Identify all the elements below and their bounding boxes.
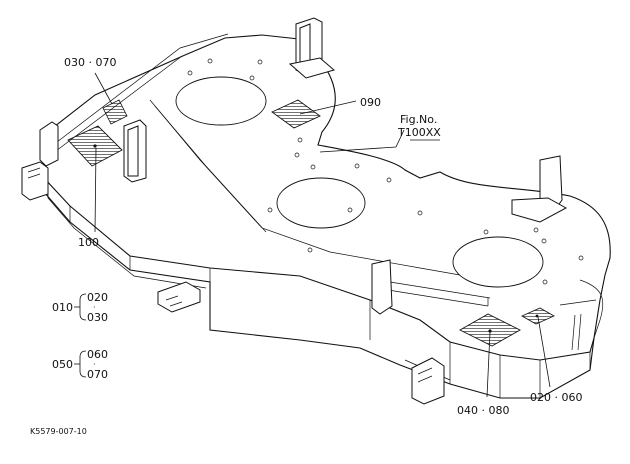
spindle-hole-right xyxy=(452,236,544,288)
decal-030-070 xyxy=(102,99,128,125)
assembly-050-parent: 050 xyxy=(52,358,73,371)
decal-040-080 xyxy=(459,313,521,347)
callout-020-060: 020 · 060 xyxy=(530,391,582,404)
front-right-bracket xyxy=(371,259,393,315)
gauge-wheel-mid-left xyxy=(157,281,201,313)
drawing-code: K5579-007-10 xyxy=(30,427,87,436)
decal-100 xyxy=(67,125,123,167)
deck-bolts xyxy=(187,58,584,285)
front-left-bracket xyxy=(123,119,147,183)
assembly-050: 050 060 · 070 xyxy=(52,348,108,381)
left-end-plate xyxy=(39,121,59,167)
decal-090 xyxy=(271,99,321,129)
right-hanger-bracket xyxy=(511,155,568,223)
assembly-050-sep: · xyxy=(93,360,96,369)
assembly-010-child-1: 020 xyxy=(87,291,108,304)
gauge-wheel-front-left xyxy=(21,161,49,201)
fig-number: T100XX xyxy=(397,126,441,139)
spindle-hole-left xyxy=(175,76,267,126)
decal-020-060 xyxy=(521,307,555,325)
assembly-010-sep: · xyxy=(93,303,96,312)
mower-deck xyxy=(39,33,611,399)
callout-030-070: 030 · 070 xyxy=(64,56,116,69)
spindle-hole-center xyxy=(276,177,366,229)
callout-100: 100 xyxy=(78,236,99,249)
callout-090: 090 xyxy=(360,96,381,109)
assembly-010: 010 020 · 030 xyxy=(52,291,108,324)
callout-040-080: 040 · 080 xyxy=(457,404,509,417)
assembly-010-parent: 010 xyxy=(52,301,73,314)
leader-lines xyxy=(94,72,551,398)
assembly-050-child-1: 060 xyxy=(87,348,108,361)
gauge-wheel-front-right xyxy=(411,357,445,405)
fig-no-label: Fig.No. xyxy=(400,113,437,126)
assembly-050-child-2: 070 xyxy=(87,368,108,381)
rear-hanger-bracket xyxy=(288,17,336,79)
assembly-010-child-2: 030 xyxy=(87,311,108,324)
